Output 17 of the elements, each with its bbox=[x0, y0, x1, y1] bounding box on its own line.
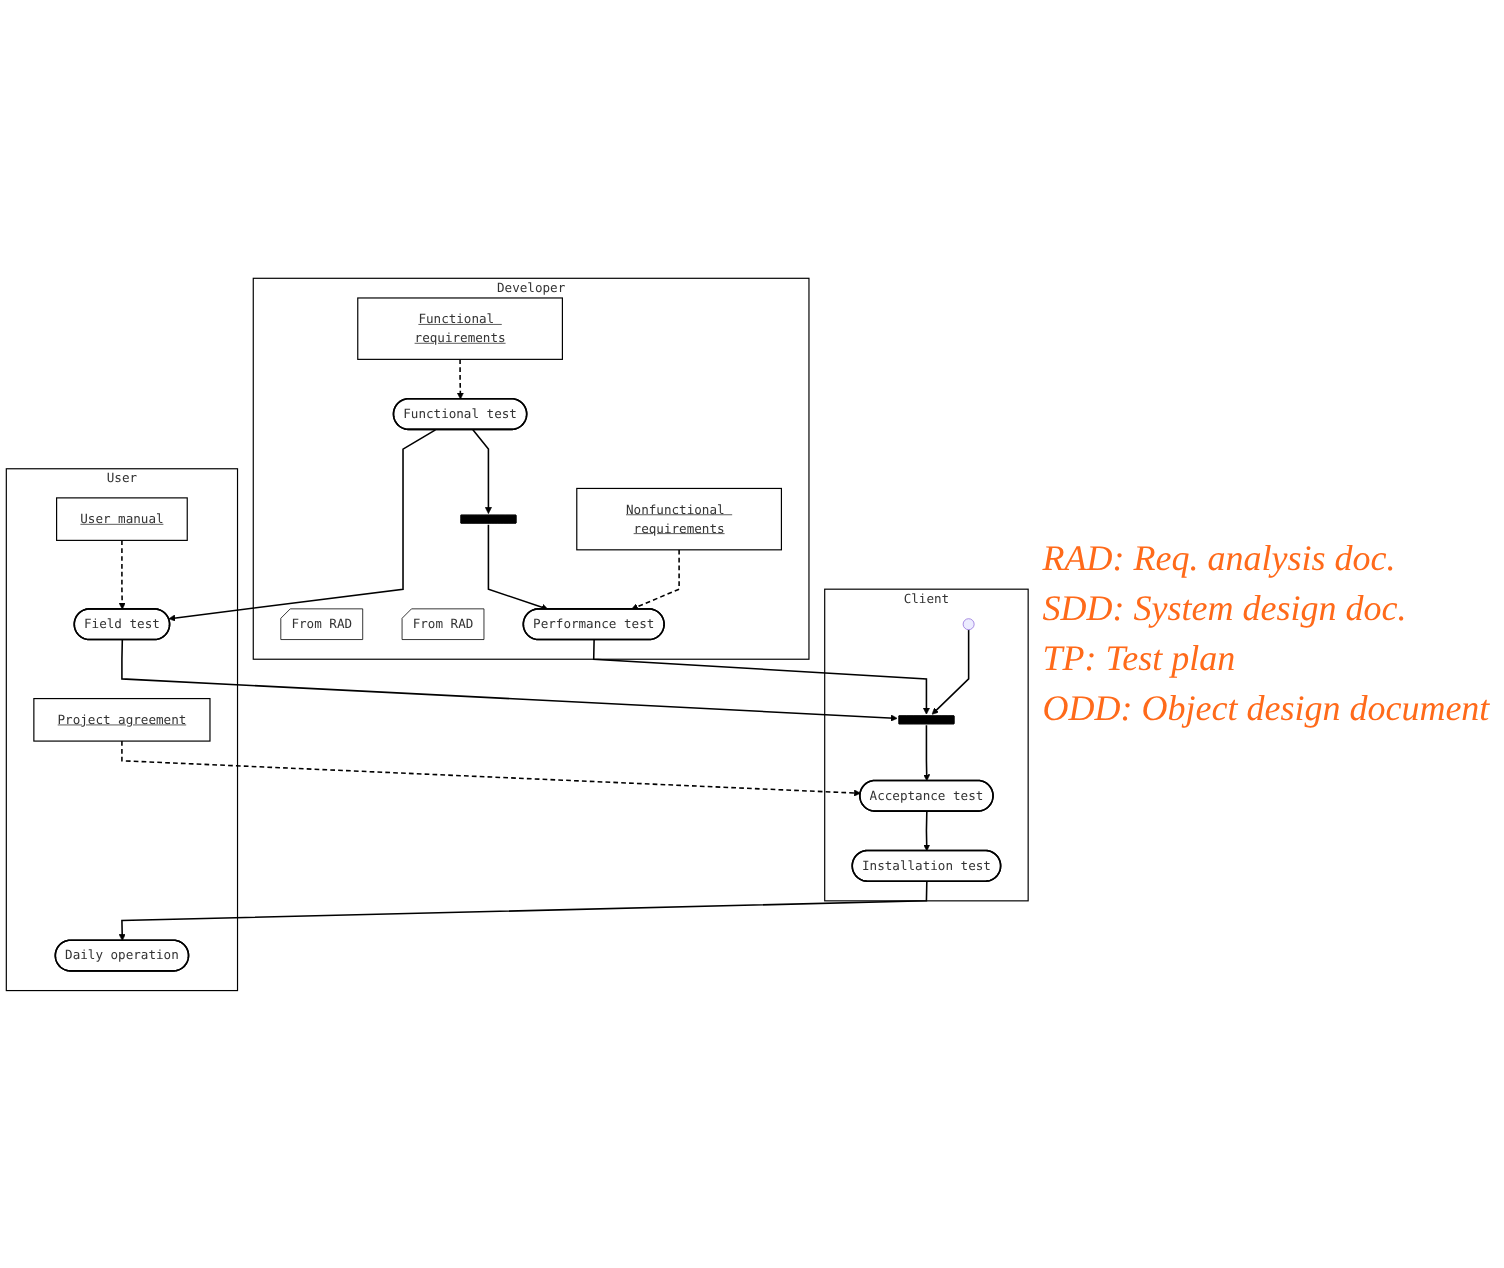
note-text: RAD: Req. analysis doc. bbox=[1042, 538, 1396, 580]
note-text: TP: Test plan bbox=[1042, 638, 1236, 680]
arrow bbox=[121, 638, 898, 722]
arrow bbox=[121, 739, 861, 797]
note-text: SDD: System design doc. bbox=[1042, 588, 1407, 630]
arrow bbox=[923, 810, 931, 851]
arrow bbox=[931, 628, 970, 715]
arrow bbox=[592, 638, 930, 715]
arrow bbox=[631, 548, 680, 610]
arrow bbox=[168, 428, 437, 621]
arrow bbox=[487, 523, 549, 611]
arrow bbox=[923, 724, 931, 781]
arrow bbox=[118, 880, 928, 941]
arrow bbox=[118, 539, 126, 610]
arrow bbox=[456, 358, 464, 399]
arrow bbox=[472, 428, 492, 514]
note-text: ODD: Object design document bbox=[1042, 688, 1490, 730]
